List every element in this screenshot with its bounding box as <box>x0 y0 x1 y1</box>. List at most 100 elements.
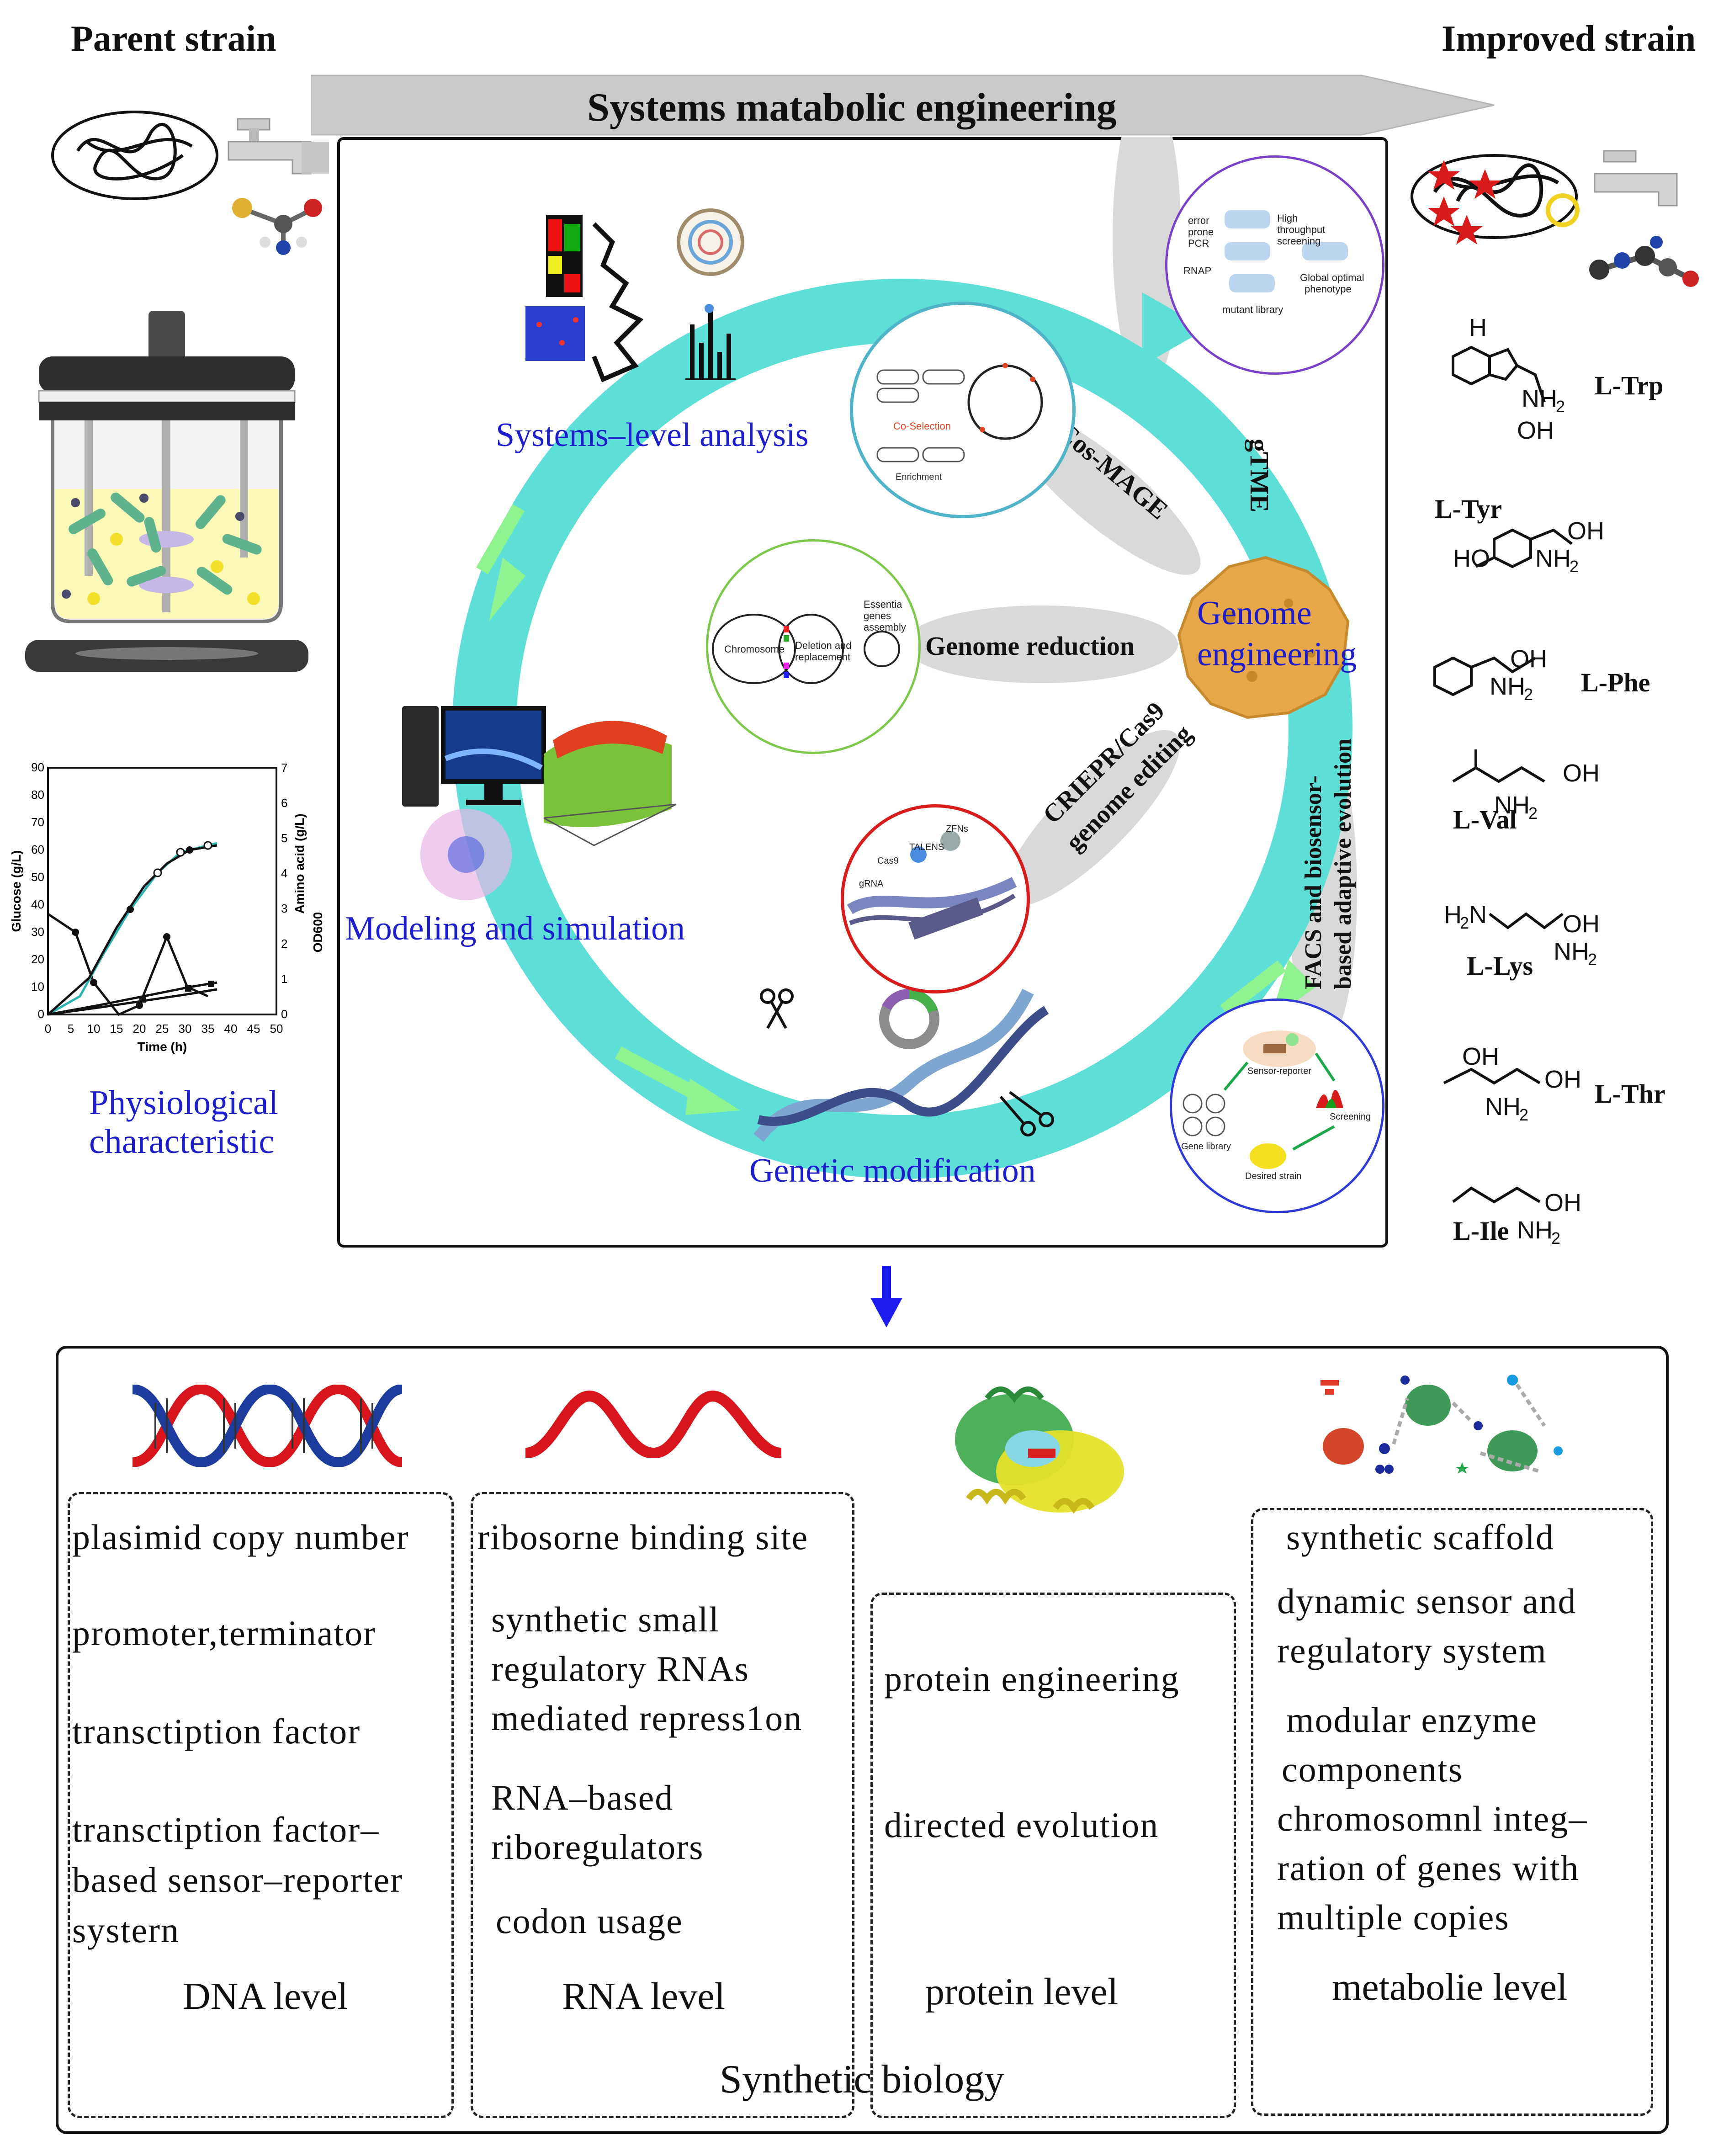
facs-desired: Desired strain <box>1245 1171 1301 1181</box>
svg-text:2: 2 <box>1570 557 1579 576</box>
dna-item: promoter,terminator <box>72 1613 377 1653</box>
svg-text:NH: NH <box>1485 1093 1521 1120</box>
gtme-high: High <box>1277 212 1298 224</box>
svg-text:2: 2 <box>1556 397 1565 416</box>
metabolic-item: components <box>1282 1749 1463 1789</box>
y-right-tick: 3 <box>281 902 287 915</box>
facs-screening: Screening <box>1330 1112 1371 1122</box>
y-left-tick: 40 <box>31 897 44 911</box>
gtme-rnap: RNAP <box>1183 265 1211 276</box>
y-right-tick: 7 <box>281 761 287 775</box>
metabolic-item: chromosomnl integ– <box>1277 1799 1588 1838</box>
amino-acid-phe: L-Phe <box>1581 668 1650 697</box>
x-tick: 45 <box>247 1022 260 1036</box>
parent-strain-label: Parent strain <box>71 19 276 59</box>
protein-level-box <box>870 1593 1236 2118</box>
genome-engineering-label-1: Genome <box>1197 595 1312 632</box>
gr-replacement: replacement <box>795 651 850 663</box>
crispr-graphics: TALENS ZFNs Cas9 gRNA <box>847 824 1017 940</box>
cr-zfns: ZFNs <box>946 824 968 834</box>
fermentation-chart: 0 10 20 30 40 50 60 70 80 90 0 5 10 15 2… <box>9 760 325 1054</box>
gr-deletion: Deletion and <box>795 640 852 651</box>
y-right-tick: 1 <box>281 972 287 986</box>
gtme-global: Global optimal <box>1300 272 1364 283</box>
y-left-tick: 80 <box>31 788 44 802</box>
gtme-phenotype: phenotype <box>1305 283 1352 295</box>
gtme-inset <box>1165 155 1384 375</box>
svg-text:OH: OH <box>1544 1189 1581 1216</box>
gtme-error: error <box>1188 215 1209 226</box>
gtme-prone: prone <box>1188 226 1214 238</box>
svg-text:NH: NH <box>1535 545 1571 572</box>
y-left-tick: 10 <box>31 980 44 993</box>
svg-text:OH: OH <box>1563 910 1600 938</box>
cr-cas9: Cas9 <box>877 856 899 866</box>
scissors-icon <box>999 1091 1054 1136</box>
rna-item: riboregulators <box>491 1827 704 1867</box>
svg-text:2: 2 <box>1588 950 1597 969</box>
left-axis-label: Glucose (g/L) <box>9 850 23 932</box>
y-right-tick: 4 <box>281 866 287 880</box>
amino-acid-ile: L-Ile <box>1453 1216 1509 1246</box>
dna-helix-icon <box>133 1385 402 1467</box>
synthetic-biology-title: Synthetic biology <box>720 2057 1005 2102</box>
dna-level-box <box>68 1492 454 2118</box>
y-left-tick: 60 <box>31 843 44 856</box>
cr-talens: TALENS <box>909 842 944 852</box>
x-tick: 35 <box>202 1022 215 1036</box>
omics-graphics <box>525 208 744 382</box>
metabolic-item: dynamic sensor and <box>1277 1581 1577 1621</box>
rna-item: mediated repress1on <box>491 1698 803 1738</box>
y-left-tick: 50 <box>31 870 44 884</box>
dna-level-label: DNA level <box>183 1975 348 2018</box>
gtme-throughput: throughput <box>1277 224 1325 235</box>
metabolic-level-box <box>1251 1508 1653 2116</box>
genome-reduction-inset <box>706 539 921 754</box>
x-tick: 50 <box>270 1022 283 1036</box>
gr-assembly: assembly <box>864 621 906 633</box>
dna-item: transctiption factor– <box>72 1810 380 1849</box>
amino-acid-trp: L-Trp <box>1595 371 1664 400</box>
svg-text:H: H <box>1469 314 1487 341</box>
metabolic-pathway-icon <box>1321 1375 1563 1474</box>
facs-label-2: based adaptive evolution <box>1330 738 1356 989</box>
svg-text:OH: OH <box>1462 1043 1499 1070</box>
y-right-tick: 0 <box>281 1007 287 1021</box>
svg-text:NH: NH <box>1522 385 1557 412</box>
facs-graphics: Sensor-reporter Screening Gene library D… <box>1181 1030 1371 1181</box>
dna-item: plasimid copy number <box>72 1517 409 1557</box>
y-left-tick: 90 <box>31 760 44 774</box>
gtme-label: gTME <box>1245 439 1274 513</box>
svg-text:OH: OH <box>1510 645 1547 673</box>
rna-item: regulatory RNAs <box>491 1649 750 1689</box>
svg-text:OH: OH <box>1544 1066 1581 1093</box>
y-left-tick: 70 <box>31 815 44 829</box>
physio-label-1: Physiological <box>89 1083 278 1122</box>
metabolic-item: multiple copies <box>1277 1897 1510 1937</box>
protein-item: protein engineering <box>884 1659 1180 1699</box>
metabolic-item: synthetic scaffold <box>1286 1517 1554 1557</box>
dna-scissors-graphics <box>754 988 1054 1142</box>
gtme-graphics: error prone PCR RNAP High throughput scr… <box>1183 210 1364 315</box>
parent-cell-icon <box>51 111 329 255</box>
dna-item: transctiption factor <box>72 1711 361 1751</box>
metabolic-item: modular enzyme <box>1286 1700 1538 1740</box>
svg-text:H: H <box>1444 901 1462 929</box>
gr-chromosome: Chromosome <box>724 643 785 655</box>
x-tick: 30 <box>179 1022 192 1036</box>
right-axis-label-1: Amino acid (g/L) <box>292 813 307 913</box>
bioreactor-icon <box>25 311 308 672</box>
gtme-library: mutant library <box>1222 304 1283 315</box>
protein-structure-icon <box>955 1386 1124 1514</box>
improved-strain-label: Improved strain <box>1442 19 1696 59</box>
dna-item: systern <box>72 1910 180 1950</box>
gtme-pcr: PCR <box>1188 238 1209 249</box>
y-right-tick: 5 <box>281 831 287 845</box>
y-right-tick: 6 <box>281 796 287 810</box>
facs-label-1: FACS and biosensor- <box>1300 775 1326 989</box>
physio-label-2: characteristic <box>89 1122 275 1161</box>
amino-acid-tyr: L-Tyr <box>1435 494 1502 524</box>
svg-text:2: 2 <box>1528 804 1538 823</box>
x-tick: 20 <box>133 1022 146 1036</box>
